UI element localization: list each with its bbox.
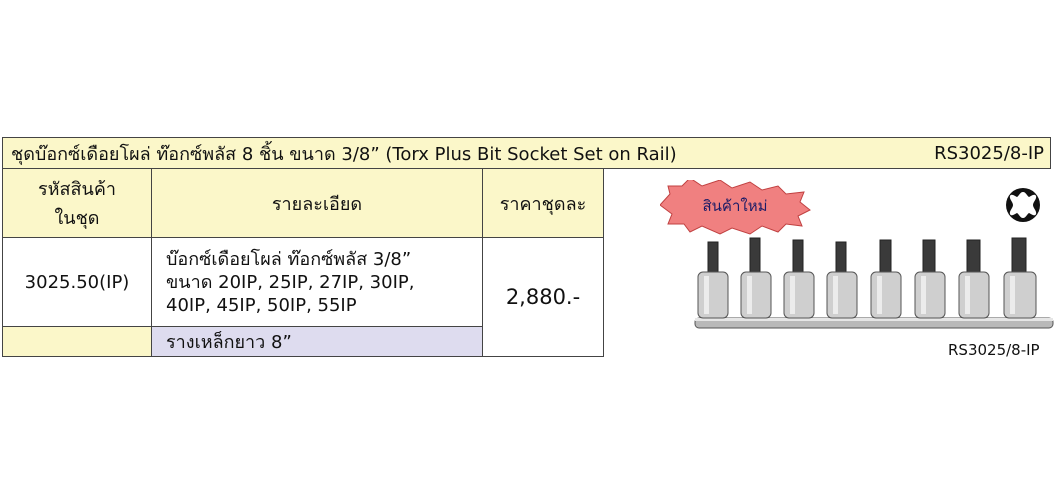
set-price: 2,880.- (482, 237, 604, 357)
header-code-line1: รหัสสินค้า (38, 179, 116, 200)
new-badge: สินค้าใหม่ (703, 197, 768, 215)
header-details: รายละเอียด (151, 168, 483, 238)
product-header: ชุดบ๊อกซ์เดือยโผล่ ท๊อกซ์พลัส 8 ชิ้น ขนา… (2, 137, 1051, 169)
product-title: ชุดบ๊อกซ์เดือยโผล่ ท๊อกซ์พลัส 8 ชิ้น ขนา… (11, 143, 677, 165)
product-image-caption: RS3025/8-IP (948, 341, 1040, 359)
table-row: รางเหล็กยาว 8” (2, 326, 604, 357)
socket-bits (707, 237, 1027, 277)
detail-line-1: บ๊อกซ์เดือยโผล่ ท๊อกซ์พลัส 3/8” (166, 248, 412, 270)
product-table: รหัสสินค้า ในชุด รายละเอียด ราคาชุดละ 30… (2, 168, 604, 357)
new-badge-shape (660, 180, 811, 235)
header-code: รหัสสินค้า ในชุด (2, 168, 152, 238)
header-code-line2: ในชุด (54, 208, 100, 229)
rail-detail: รางเหล็กยาว 8” (151, 326, 483, 357)
item-details: บ๊อกซ์เดือยโผล่ ท๊อกซ์พลัส 3/8” ขนาด 20I… (151, 237, 483, 327)
product-model-code: RS3025/8-IP (934, 142, 1044, 164)
table-header-row: รหัสสินค้า ในชุด รายละเอียด ราคาชุดละ (2, 168, 604, 238)
torx-plus-icon (1006, 188, 1040, 222)
header-price: ราคาชุดละ (482, 168, 604, 238)
empty-code-cell (2, 326, 152, 357)
item-code: 3025.50(IP) (2, 237, 152, 327)
product-image: สินค้าใหม่ (660, 180, 1054, 329)
detail-line-2: ขนาด 20IP, 25IP, 27IP, 30IP, (166, 271, 415, 293)
detail-line-3: 40IP, 45IP, 50IP, 55IP (166, 294, 357, 316)
table-row: 3025.50(IP) บ๊อกซ์เดือยโผล่ ท๊อกซ์พลัส 3… (2, 237, 604, 357)
